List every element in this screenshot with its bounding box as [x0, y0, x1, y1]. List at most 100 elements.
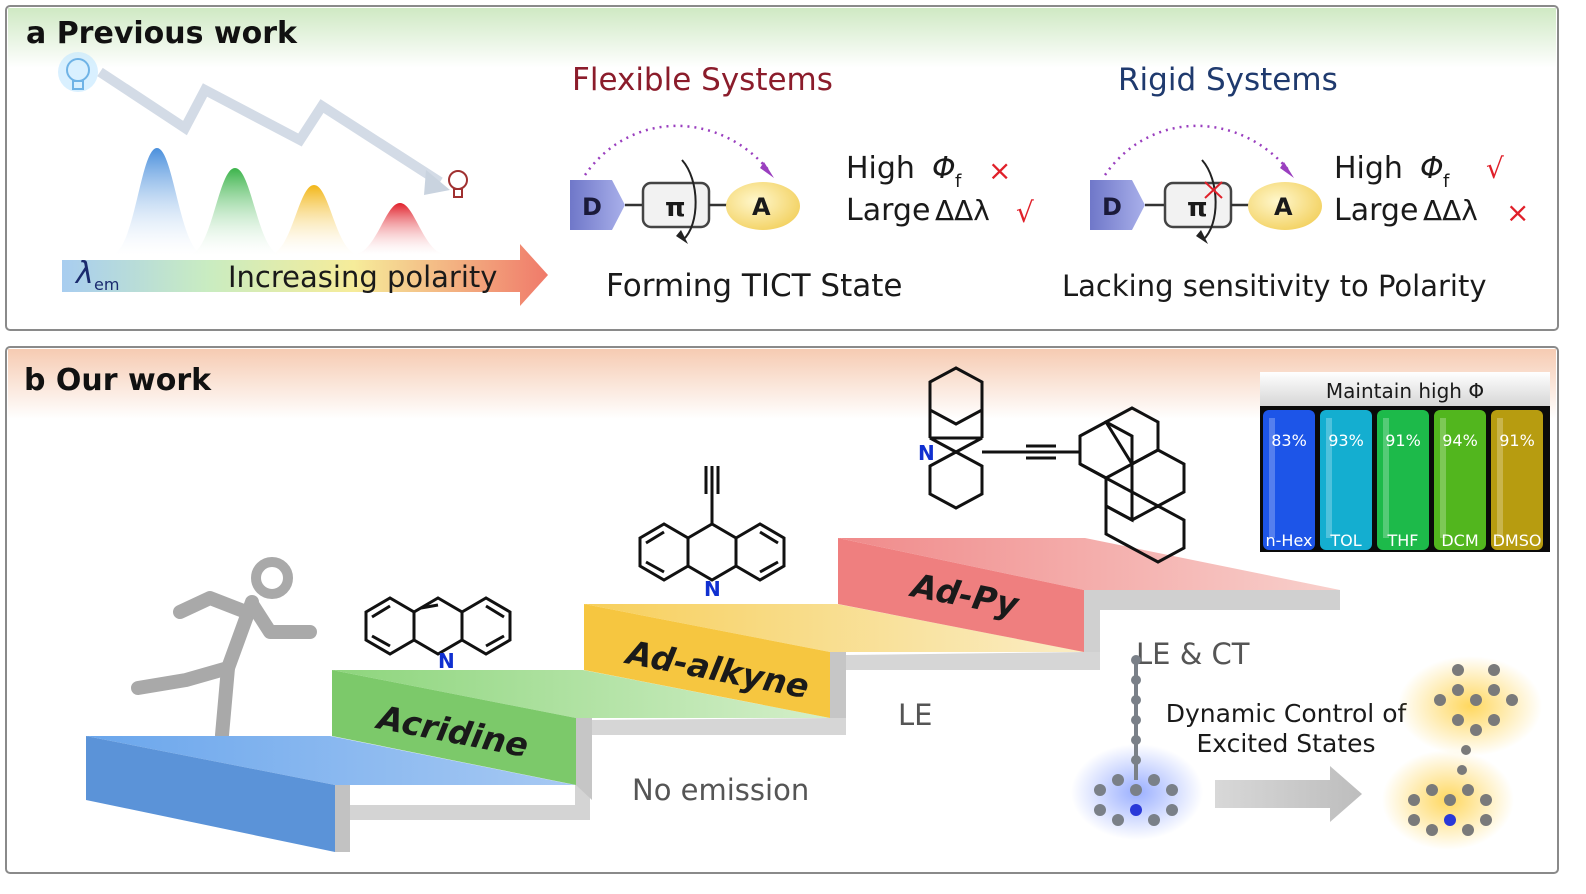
label-no-emission: No emission: [632, 773, 809, 807]
vial-highlight: [1497, 418, 1503, 538]
step-base-top: [86, 736, 575, 785]
rigid-donor-shape: [1090, 180, 1145, 230]
ad-py-3d-model: [1071, 655, 1203, 840]
rigid-ct-arrow-head: [1280, 162, 1294, 178]
excited-3d-model: [1382, 656, 1542, 850]
riser-gray-3: [846, 652, 1100, 670]
vial: [1434, 410, 1486, 550]
ct-arrow-head: [760, 162, 774, 178]
label-le: LE: [898, 698, 932, 732]
rigid-large-label: Large: [1334, 193, 1418, 228]
vial-solvent-label: THF: [1386, 531, 1418, 550]
vial-highlight: [1269, 418, 1275, 538]
vial-solvent-label: n-Hex: [1266, 531, 1313, 550]
flexible-delta: ΔΔλ: [935, 194, 990, 227]
rigid-ct-arrow: [1103, 124, 1291, 176]
flexible-title: Flexible Systems: [572, 62, 833, 98]
riser-gray-2: [592, 718, 846, 735]
vial-solvent-label: TOL: [1329, 531, 1361, 550]
lambda-symbol: λ: [74, 256, 94, 291]
acridine-structure: [364, 596, 512, 656]
ad-py-structure: [928, 366, 1186, 564]
step-acridine-top: [332, 670, 830, 718]
ad-alkyne-structure: [638, 466, 786, 582]
vial-photo: Maintain high Φ 83% n-Hex 93% TOL 91% THF 94% D…: [1260, 372, 1550, 552]
vial: [1377, 410, 1429, 550]
runner-icon: [131, 557, 317, 742]
control-label-line2: Excited States: [1196, 729, 1375, 758]
rigid-rotation-arrow: [1201, 159, 1217, 241]
rigid-acceptor-label: A: [1274, 193, 1293, 221]
rigid-caption: Lacking sensitivity to Polarity: [1062, 269, 1487, 303]
rigid-rotation-arrow-head: [1196, 230, 1208, 244]
vial-caps-band: [1260, 372, 1550, 406]
flexible-large-label: Large: [846, 193, 930, 228]
rotation-arrow-head: [676, 230, 688, 244]
acceptor-label: A: [752, 193, 771, 221]
vial-yield-label: 94%: [1442, 431, 1478, 450]
vial: [1263, 410, 1315, 550]
riser-gray-1: [350, 785, 590, 820]
flexible-molecule: D π A: [570, 124, 800, 244]
vial-title: Maintain high Φ: [1326, 379, 1484, 403]
emission-peak-green: [188, 168, 282, 255]
rigid-phi-sub: f: [1443, 171, 1450, 192]
rigid-high-label: High: [1334, 151, 1403, 186]
flexible-large-mark: √: [1016, 196, 1034, 229]
bright-bulb-icon: [58, 52, 98, 92]
flexible-phi: Φ: [932, 151, 956, 186]
donor-label: D: [582, 193, 602, 221]
flexible-caption: Forming TICT State: [606, 268, 902, 304]
panel-b: b Our work Acridine Ad-alkyne: [5, 346, 1559, 874]
vial-highlight: [1326, 418, 1332, 538]
rotation-arrow: [681, 159, 697, 241]
step-adpy-side: [1084, 590, 1340, 652]
emission-peak-red: [352, 203, 448, 255]
donor-shape: [570, 180, 625, 230]
dim-bulb-icon: [448, 170, 468, 198]
polarity-arrow: [62, 244, 548, 306]
acridine-n-label: N: [438, 649, 455, 673]
control-label-line1: Dynamic Control of: [1166, 699, 1408, 728]
ad-alkyne-n-label: N: [704, 577, 721, 601]
rigid-acceptor-shape: [1248, 182, 1322, 230]
emission-peak-yellow: [268, 185, 360, 255]
flexible-high-mark: ×: [988, 154, 1011, 187]
vial-yield-label: 83%: [1271, 431, 1307, 450]
label-le-ct: LE & CT: [1136, 637, 1250, 671]
rigid-phi: Φ: [1420, 151, 1444, 186]
vial-yield-label: 91%: [1385, 431, 1421, 450]
ad-py-n-label: N: [918, 441, 935, 465]
polarity-label: Increasing polarity: [228, 260, 497, 294]
control-arrow: [1215, 766, 1362, 822]
energy-arrow: [97, 67, 443, 187]
emission-peak-blue: [110, 148, 205, 255]
rigid-pi-label: π: [1187, 193, 1208, 223]
panel-b-heading: b Our work: [24, 363, 212, 398]
step-alkyne-top: [584, 604, 1085, 652]
step-alkyne-front: [584, 604, 830, 718]
rigid-high-mark: √: [1486, 152, 1504, 185]
vial-solvent-label: DCM: [1441, 531, 1478, 550]
ct-arrow: [583, 124, 771, 176]
acceptor-shape: [726, 182, 800, 230]
step-acridine-front: [332, 670, 576, 785]
flexible-phi-sub: f: [955, 171, 962, 192]
vial-yield-label: 93%: [1328, 431, 1364, 450]
vial-highlight: [1440, 418, 1446, 538]
rigid-title: Rigid Systems: [1118, 62, 1338, 98]
energy-arrow-head: [424, 170, 450, 195]
rigid-delta: ΔΔλ: [1423, 194, 1478, 227]
pi-label: π: [665, 193, 686, 223]
vial: [1320, 410, 1372, 550]
panel-a-header-band: [8, 8, 1556, 68]
step-base-front: [86, 736, 335, 852]
rigid-molecule: D π A: [1090, 124, 1322, 244]
rigid-large-mark: ×: [1506, 196, 1529, 229]
panel-a-heading: a Previous work: [26, 16, 298, 51]
rigid-donor-label: D: [1102, 193, 1122, 221]
vial-solvent-label: DMSO: [1493, 531, 1542, 550]
step-adpy-top: [838, 538, 1340, 590]
vial-highlight: [1383, 418, 1389, 538]
